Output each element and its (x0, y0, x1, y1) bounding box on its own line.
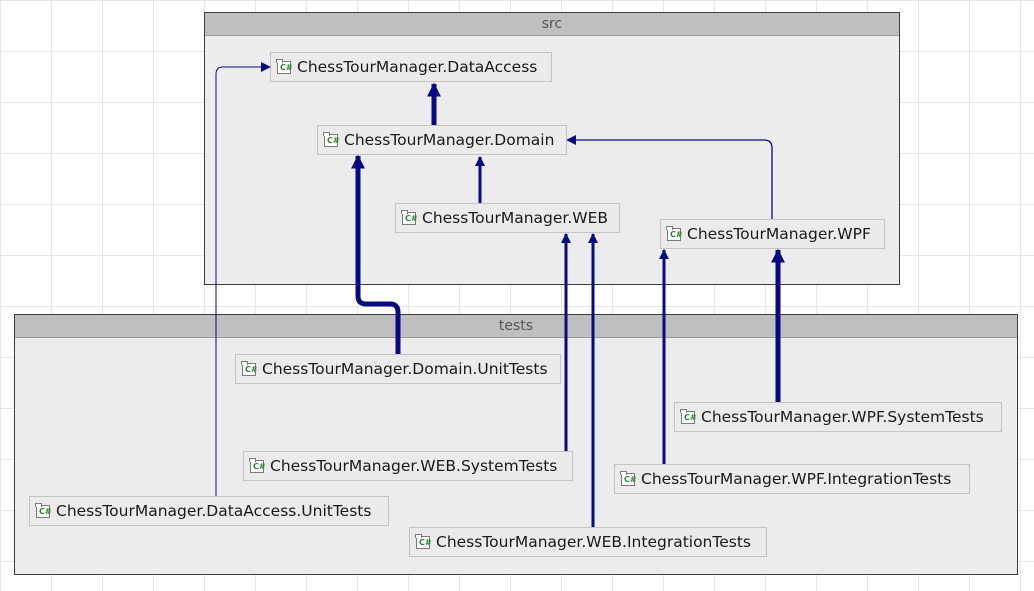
node-data-access[interactable]: C# ChessTourManager.DataAccess (270, 52, 552, 82)
node-data-access-unit-tests[interactable]: C# ChessTourManager.DataAccess.UnitTests (29, 496, 389, 526)
group-src-header: src (205, 13, 899, 36)
csharp-project-icon: C# (276, 58, 293, 74)
csharp-project-icon: C# (35, 502, 52, 518)
csharp-project-icon: C# (415, 533, 432, 549)
node-wpf-integration-tests-label: ChessTourManager.WPF.IntegrationTests (641, 470, 952, 488)
node-web-label: ChessTourManager.WEB (422, 209, 609, 227)
edge-data-access-unit-tests-to-data-access (215, 62, 271, 496)
csharp-project-icon: C# (620, 470, 637, 486)
node-wpf[interactable]: C# ChessTourManager.WPF (660, 219, 885, 249)
edge-domain-unit-tests-to-domain (351, 154, 401, 354)
node-wpf-integration-tests[interactable]: C# ChessTourManager.WPF.IntegrationTests (614, 464, 970, 494)
csharp-project-icon: C# (241, 360, 258, 376)
node-web-integration-tests-label: ChessTourManager.WEB.IntegrationTests (436, 533, 751, 551)
csharp-project-icon: C# (680, 408, 697, 424)
node-web-system-tests-label: ChessTourManager.WEB.SystemTests (270, 457, 558, 475)
node-data-access-unit-tests-label: ChessTourManager.DataAccess.UnitTests (56, 502, 372, 520)
node-web-system-tests[interactable]: C# ChessTourManager.WEB.SystemTests (243, 451, 573, 481)
node-data-access-label: ChessTourManager.DataAccess (297, 58, 538, 76)
group-tests-header: tests (15, 315, 1017, 338)
node-domain-unit-tests-label: ChessTourManager.Domain.UnitTests (262, 360, 548, 378)
edge-wpf-to-domain (566, 135, 773, 219)
node-web-integration-tests[interactable]: C# ChessTourManager.WEB.IntegrationTests (409, 527, 767, 557)
node-web[interactable]: C# ChessTourManager.WEB (395, 203, 620, 233)
node-wpf-system-tests[interactable]: C# ChessTourManager.WPF.SystemTests (674, 402, 1002, 432)
node-domain-unit-tests[interactable]: C# ChessTourManager.Domain.UnitTests (235, 354, 561, 384)
node-domain[interactable]: C# ChessTourManager.Domain (317, 125, 567, 155)
node-wpf-label: ChessTourManager.WPF (687, 225, 871, 243)
csharp-project-icon: C# (666, 225, 683, 241)
csharp-project-icon: C# (401, 209, 418, 225)
csharp-project-icon: C# (249, 457, 266, 473)
node-domain-label: ChessTourManager.Domain (344, 131, 555, 149)
node-wpf-system-tests-label: ChessTourManager.WPF.SystemTests (701, 408, 984, 426)
csharp-project-icon: C# (323, 131, 340, 147)
